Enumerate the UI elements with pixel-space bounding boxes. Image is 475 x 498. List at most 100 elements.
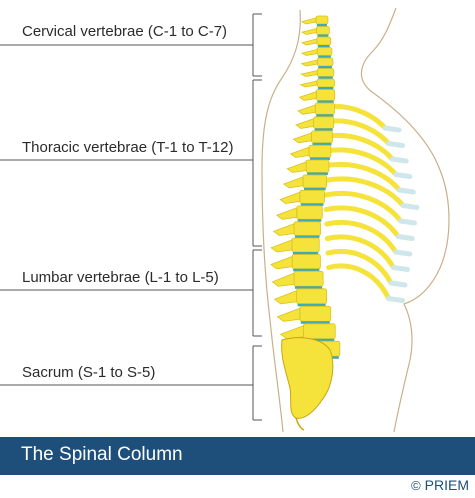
spinous-process xyxy=(300,17,317,25)
rib-cartilage xyxy=(386,141,406,148)
spinous-process xyxy=(271,272,295,287)
intervertebral-disc xyxy=(300,321,330,324)
vertebra-body xyxy=(293,270,324,287)
intervertebral-disc xyxy=(314,128,333,131)
intervertebral-disc xyxy=(312,142,332,146)
intervertebral-disc xyxy=(294,286,323,289)
intervertebral-disc xyxy=(317,34,329,37)
vertebra-body xyxy=(291,237,320,253)
bracket-thoracic xyxy=(252,79,262,247)
rib xyxy=(326,263,392,301)
spinous-process xyxy=(301,38,318,46)
vertebra-body xyxy=(314,102,335,115)
vertebra-body xyxy=(296,288,328,305)
intervertebral-disc xyxy=(309,157,330,160)
intervertebral-disc xyxy=(316,24,327,27)
rib-cartilage xyxy=(390,265,410,272)
spinous-process xyxy=(282,176,304,189)
vertebra-body xyxy=(311,130,333,144)
back-outline xyxy=(261,9,301,433)
vertebra-body xyxy=(315,89,336,101)
rib xyxy=(325,249,394,286)
intervertebral-disc xyxy=(303,187,326,191)
leader-lines xyxy=(0,13,262,421)
rib xyxy=(321,147,399,177)
bracket-cervical xyxy=(252,13,262,77)
priem-credit: © PRIEM xyxy=(411,477,469,493)
rib-cartilage xyxy=(396,187,416,195)
rib xyxy=(323,190,404,224)
bracket-sacrum xyxy=(252,345,262,421)
rib xyxy=(324,219,399,255)
rib-cartilage xyxy=(389,156,409,164)
rib-cartilage xyxy=(388,280,408,288)
spinous-process xyxy=(275,207,298,220)
spinous-process xyxy=(273,290,298,305)
rib xyxy=(324,234,396,270)
spinous-process xyxy=(299,80,318,88)
intervertebral-disc xyxy=(317,100,334,103)
spinous-process xyxy=(292,132,312,144)
spinous-process xyxy=(300,70,318,77)
vertebra-body xyxy=(305,159,330,173)
vertebra-body xyxy=(299,305,332,322)
intervertebral-disc xyxy=(297,303,326,307)
intervertebral-disc xyxy=(292,252,319,255)
spinous-process xyxy=(270,239,293,253)
spinous-process xyxy=(297,104,316,115)
vertebra-body xyxy=(291,254,321,270)
vertebra-body xyxy=(315,15,329,25)
spinous-process xyxy=(270,255,293,270)
intervertebral-disc xyxy=(317,45,330,48)
intervertebral-disc xyxy=(317,87,334,90)
rib xyxy=(321,161,402,193)
spinous-process xyxy=(279,325,304,340)
intervertebral-disc xyxy=(295,235,320,238)
vertebra-body xyxy=(293,221,321,236)
rib-cage xyxy=(319,103,420,303)
label-cervical: Cervical vertebrae (C-1 to C-7) xyxy=(22,23,228,40)
intervertebral-disc xyxy=(300,203,324,206)
intervertebral-disc xyxy=(304,338,335,342)
spinous-process xyxy=(298,90,317,101)
rib-cartilage xyxy=(398,218,418,226)
intervertebral-disc xyxy=(318,55,331,58)
rib-cartilage xyxy=(395,234,415,241)
spinous-process xyxy=(300,27,317,35)
bracket-lumbar xyxy=(252,249,262,337)
vertebra-body xyxy=(316,36,332,46)
intervertebral-disc xyxy=(318,76,333,79)
rib-cartilage xyxy=(400,203,420,210)
intervertebral-disc xyxy=(293,268,320,272)
spinous-process xyxy=(279,191,301,204)
label-sacrum: Sacrum (S-1 to S-5) xyxy=(22,364,156,381)
vertebra-body xyxy=(316,78,335,88)
vertebrae xyxy=(270,15,341,359)
vertebra-body xyxy=(313,116,335,129)
intervertebral-disc xyxy=(307,172,328,175)
vertebra-body xyxy=(316,47,333,56)
rib-cartilage xyxy=(382,125,402,133)
vertebra-body xyxy=(303,323,336,340)
vertebra-body xyxy=(302,174,328,189)
rib xyxy=(323,205,401,239)
spinous-process xyxy=(295,118,315,129)
intervertebral-disc xyxy=(316,114,334,117)
vertebra-body xyxy=(316,57,334,67)
copyright-symbol: © xyxy=(411,478,421,493)
label-lumbar: Lumbar vertebrae (L-1 to L-5) xyxy=(22,269,219,286)
rib-cartilage xyxy=(386,296,406,303)
spinous-process xyxy=(300,48,318,56)
spinous-process xyxy=(276,307,301,322)
rib xyxy=(322,176,406,208)
vertebra-body xyxy=(299,189,325,204)
vertebra-body xyxy=(308,144,332,158)
rib-cartilage xyxy=(393,249,413,257)
sacrum-bone xyxy=(281,337,334,431)
title-bar: The Spinal Column xyxy=(0,437,475,475)
spinous-process xyxy=(289,146,310,158)
vertebra-body xyxy=(296,205,323,220)
vertebra-body xyxy=(316,26,330,35)
